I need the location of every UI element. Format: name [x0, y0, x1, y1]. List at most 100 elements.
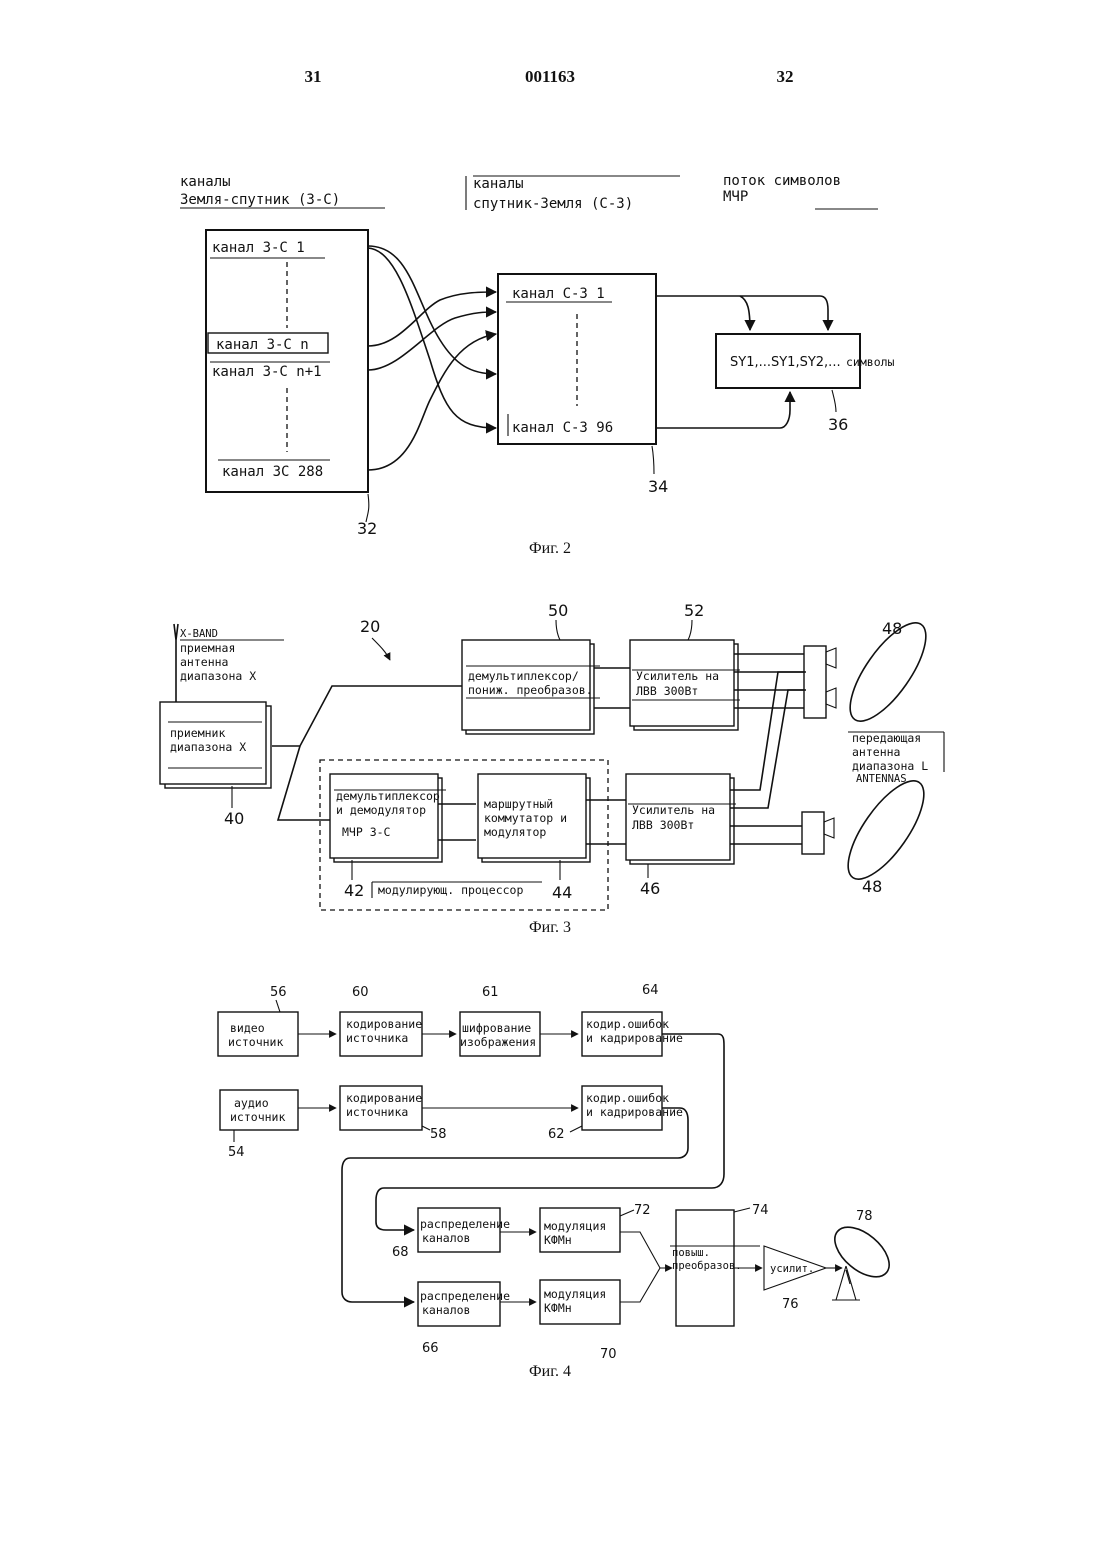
ref-61: 61 [482, 985, 499, 1000]
twt-amplifier-2-label-1: Усилитель на [632, 803, 715, 817]
fig3-caption: Фиг. 3 [529, 919, 571, 936]
ref-46: 46 [640, 879, 660, 898]
ref-56: 56 [270, 985, 287, 1000]
router-modulator-label-2: коммутатор и [484, 811, 567, 825]
symbols-label: символы [846, 355, 895, 369]
x-band-receiver-label-1: приемник [170, 726, 225, 740]
uplink-channels-box [206, 230, 368, 492]
uplink-channel-n: канал З-С n [216, 337, 309, 353]
qpsk-modulation-1-label-1: модуляция [544, 1219, 606, 1233]
ref-62: 62 [548, 1127, 565, 1142]
receive-antenna-label-en: X-BAND [180, 628, 218, 640]
x-band-receiver-label-2: диапазона X [170, 740, 246, 754]
figure-3: X-BAND приемная антенна диапазона X 20 п… [160, 601, 944, 936]
receive-antenna-label-2: антенна [180, 655, 228, 669]
symbol-stream-content: SY1,...SY1,SY2,... [730, 355, 841, 370]
ref-60: 60 [352, 985, 369, 1000]
ref-74: 74 [752, 1203, 769, 1218]
fig2-heading-downlink-line2: спутник-Земля (С-З) [473, 196, 633, 212]
audio-source-label-2: источник [230, 1110, 285, 1124]
downlink-channel-1: канал С-З 1 [512, 286, 605, 302]
fig2-heading-stream-line1: поток символов [723, 173, 841, 189]
ref-70: 70 [600, 1347, 617, 1362]
ref-52: 52 [684, 601, 704, 620]
document-number: 001163 [525, 67, 575, 86]
receive-antenna-icon [174, 624, 178, 706]
channel-distribution-1-label-2: каналов [422, 1231, 470, 1245]
modulating-processor-label: модулирующ. процессор [378, 883, 523, 897]
source-coding-2-label-1: кодирование [346, 1091, 422, 1105]
qpsk-modulation-2-label-1: модуляция [544, 1287, 606, 1301]
ref-20: 20 [360, 617, 380, 636]
ref-40: 40 [224, 809, 244, 828]
upconverter-label-1: повыш. [672, 1247, 710, 1259]
channel-distribution-1-label-1: распределение [420, 1217, 510, 1231]
channel-distribution-2-label-1: распределение [420, 1289, 510, 1303]
source-coding-2-label-2: источника [346, 1105, 408, 1119]
figure-4: видео источник 56 кодирование источника … [218, 983, 898, 1380]
demux-downconverter-label-2: пониж. преобразов. [468, 683, 593, 697]
ref-48-bottom: 48 [862, 877, 882, 896]
transmit-antenna-label-1: передающая [852, 731, 921, 745]
ref-44: 44 [552, 883, 572, 902]
fig2-heading-stream-line2: МЧР [723, 189, 748, 205]
ref-42: 42 [344, 881, 364, 900]
page-number-left: 31 [305, 67, 322, 86]
ref-50: 50 [548, 601, 568, 620]
feed-horn-bottom [802, 812, 824, 854]
figure-2: каналы Земля-спутник (З-С) каналы спутни… [180, 173, 895, 557]
qpsk-modulation-1-label-2: КФМн [544, 1233, 572, 1247]
demux-demodulator-label-2: и демодулятор [336, 803, 426, 817]
transmit-antenna-label-en: ANTENNAS [856, 773, 907, 785]
twt-amplifier-2-box [626, 774, 730, 860]
router-modulator-label-3: модулятор [484, 825, 546, 839]
ref-32: 32 [357, 519, 377, 538]
ref-34: 34 [648, 477, 668, 496]
downlink-channel-96: канал С-З 96 [512, 420, 613, 436]
image-encryption-label-2: изображения [460, 1035, 536, 1049]
source-coding-1-label-1: кодирование [346, 1017, 422, 1031]
ref-68: 68 [392, 1245, 409, 1260]
page-number-right: 32 [777, 67, 794, 86]
fec-framing-2-label-2: и кадрирование [586, 1105, 683, 1119]
ref-72: 72 [634, 1203, 651, 1218]
twt-amplifier-1-label-2: ЛВВ 300Вт [636, 684, 698, 698]
demux-demodulator-label-1: демультиплексор [336, 789, 440, 803]
fig2-caption: Фиг. 2 [529, 540, 571, 557]
image-encryption-label-1: шифрование [462, 1021, 531, 1035]
uplink-channel-n1: канал З-С n+1 [212, 364, 322, 380]
fig2-heading-uplink-line1: каналы [180, 174, 231, 190]
receive-antenna-label-1: приемная [180, 641, 235, 655]
ref-78: 78 [856, 1209, 873, 1224]
fec-framing-1-label-2: и кадрирование [586, 1031, 683, 1045]
qpsk-modulation-2-label-2: КФМн [544, 1301, 572, 1315]
transmit-dish-bottom-icon [835, 770, 938, 890]
fig2-heading-uplink-line2: Земля-спутник (З-С) [180, 192, 340, 208]
amplifier-label: усилит. [770, 1263, 814, 1275]
ref-36: 36 [828, 415, 848, 434]
uplink-channel-1: канал З-С 1 [212, 240, 305, 256]
feed-horn-top [804, 646, 826, 718]
ref-54: 54 [228, 1145, 245, 1160]
ref-76: 76 [782, 1297, 799, 1312]
fig2-heading-downlink-line1: каналы [473, 176, 524, 192]
twt-amplifier-1-label-1: Усилитель на [636, 669, 719, 683]
video-source-label-2: источник [228, 1035, 283, 1049]
uplink-dish-icon [826, 1218, 898, 1300]
receive-antenna-label-3: диапазона X [180, 669, 256, 683]
router-modulator-label-1: маршрутный [484, 797, 553, 811]
twt-amplifier-2-label-2: ЛВВ 300Вт [632, 818, 694, 832]
demux-demodulator-label-3: МЧР З-С [342, 825, 391, 839]
twt-amplifier-1-box [630, 640, 734, 726]
audio-source-label-1: аудио [234, 1096, 269, 1110]
uplink-channel-288: канал ЗС 288 [222, 464, 323, 480]
ref-64: 64 [642, 983, 659, 998]
fig4-caption: Фиг. 4 [529, 1363, 571, 1380]
transmit-antenna-label-2: антенна [852, 745, 900, 759]
channel-distribution-2-label-2: каналов [422, 1303, 470, 1317]
demux-downconverter-label-1: демультиплексор/ [468, 669, 579, 683]
fec-framing-2-label-1: кодир.ошибок [586, 1091, 669, 1105]
transmit-antenna-label-3: диапазона L [852, 759, 928, 773]
